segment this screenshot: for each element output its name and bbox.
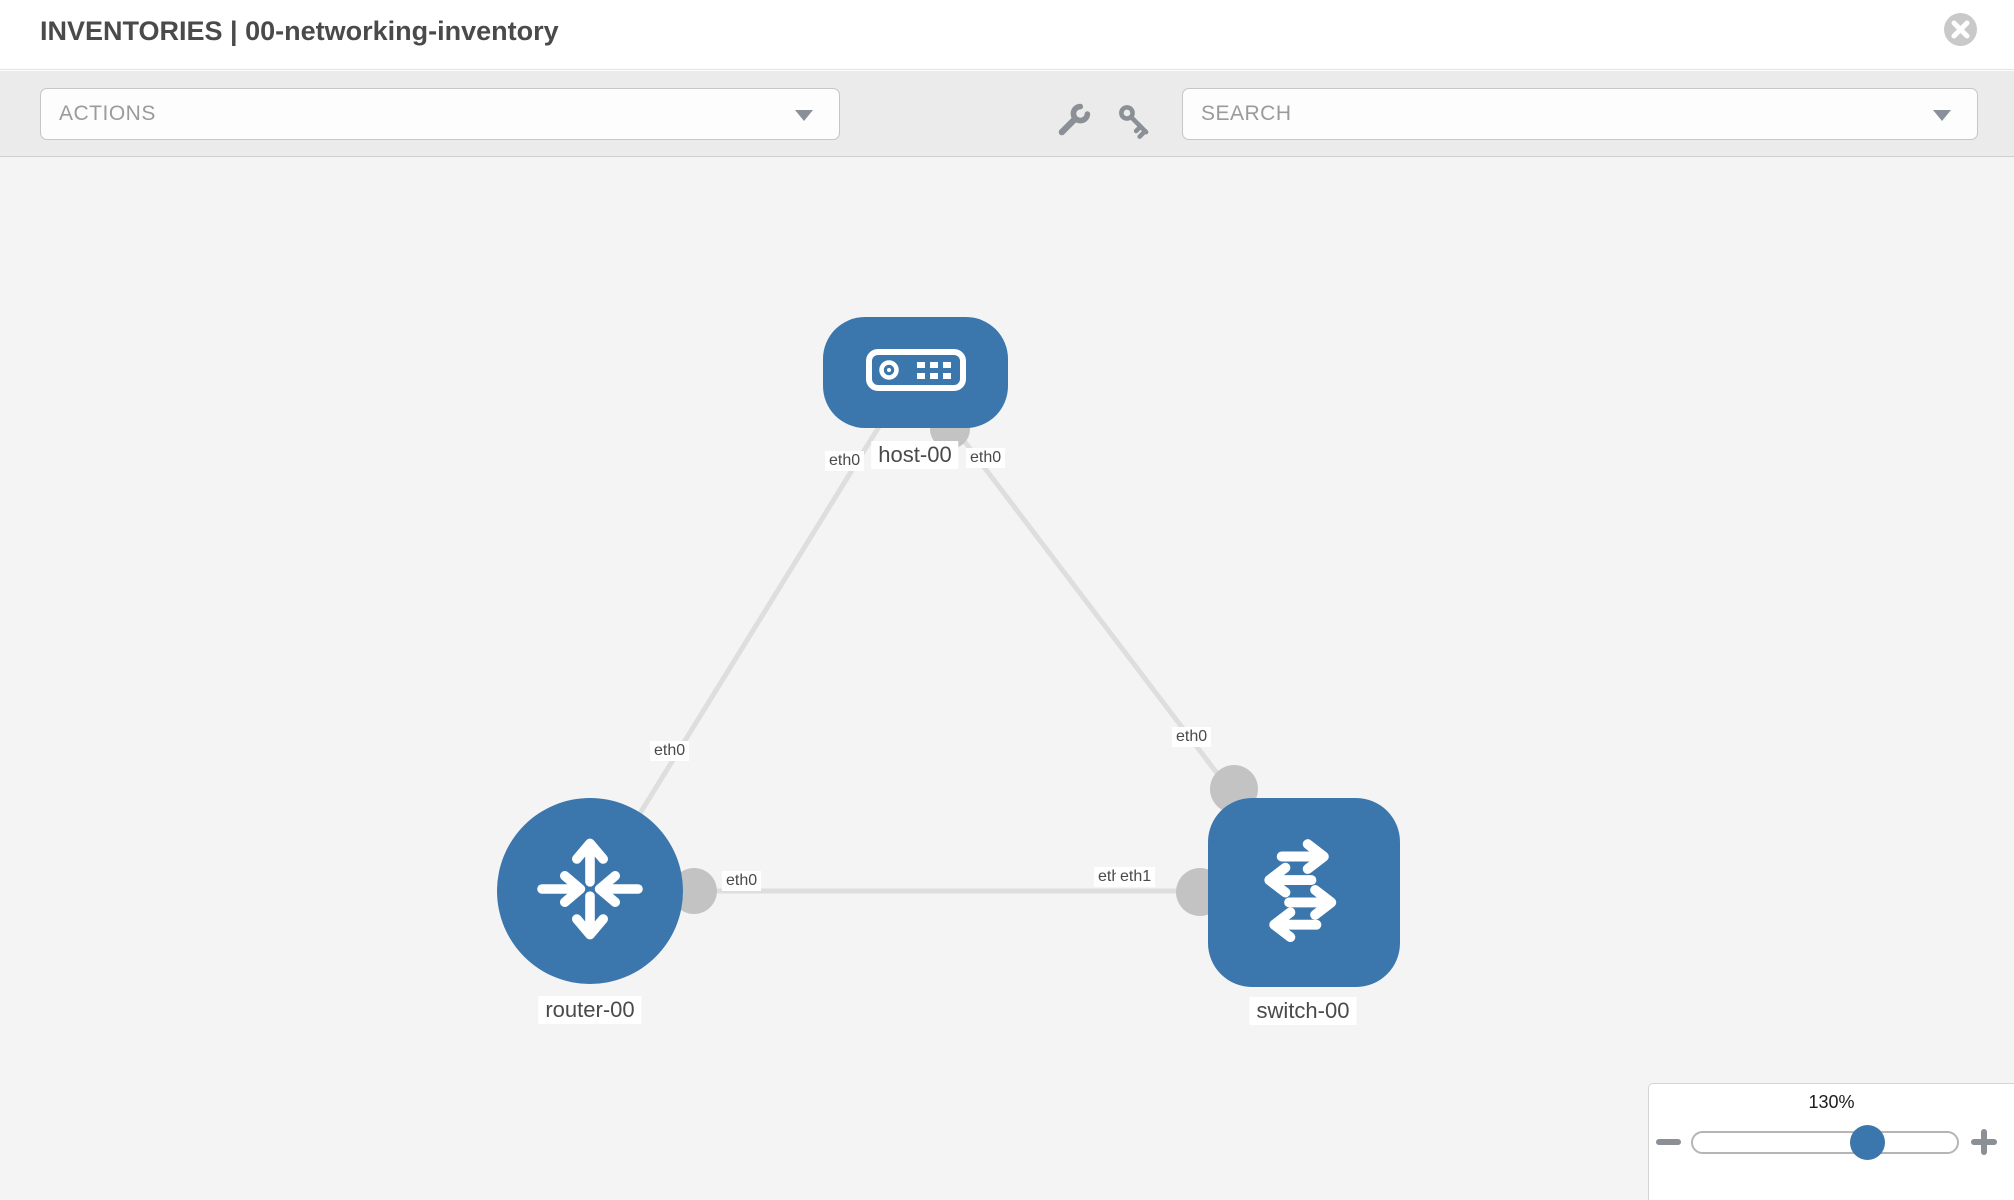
interface-label: eth0	[966, 448, 1006, 468]
zoom-level-value: 130%	[1808, 1092, 1855, 1112]
zoom-out-button[interactable]	[1656, 1139, 1681, 1145]
node-label-host: host-00	[871, 441, 959, 469]
router-icon	[530, 829, 650, 954]
interface-label: eth0	[722, 871, 762, 891]
node-label-switch: switch-00	[1249, 997, 1357, 1025]
zoom-control-panel: 130%	[1648, 1083, 2014, 1200]
toolbar: ACTIONS SEARCH	[0, 71, 2014, 157]
switch-icon	[1242, 828, 1366, 957]
chevron-down-icon	[1933, 110, 1951, 121]
node-host-00[interactable]	[823, 317, 1008, 428]
topology-links	[602, 409, 1258, 916]
key-icon[interactable]	[1114, 100, 1156, 142]
interface-label: eth1	[1116, 867, 1156, 887]
zoom-in-button[interactable]	[1971, 1129, 1997, 1155]
host-icon	[865, 348, 967, 397]
chevron-down-icon	[795, 110, 813, 121]
interface-label: eth0	[825, 451, 865, 471]
page-title: INVENTORIES | 00-networking-inventory	[40, 16, 559, 46]
link-host-switch[interactable]	[950, 423, 1247, 812]
node-router-00[interactable]	[497, 798, 683, 984]
zoom-slider[interactable]	[1691, 1125, 1959, 1160]
interface-label: eth0	[1172, 727, 1212, 747]
header: INVENTORIES | 00-networking-inventory	[0, 0, 2014, 70]
interface-label: eth0	[650, 741, 690, 761]
wrench-icon[interactable]	[1052, 100, 1094, 142]
topology-canvas[interactable]: host-00 router-00 switch-00 eth0 eth0 et…	[0, 157, 2014, 1200]
node-switch-00[interactable]	[1208, 798, 1400, 987]
actions-dropdown-label: ACTIONS	[59, 102, 156, 125]
node-label-router: router-00	[538, 996, 642, 1024]
close-icon[interactable]	[1942, 11, 1979, 48]
zoom-slider-thumb[interactable]	[1850, 1125, 1885, 1160]
search-dropdown-label: SEARCH	[1201, 102, 1292, 125]
actions-dropdown[interactable]: ACTIONS	[40, 88, 840, 140]
connector-router-right[interactable]	[671, 868, 717, 914]
link-host-router[interactable]	[602, 423, 883, 872]
search-dropdown[interactable]: SEARCH	[1182, 88, 1978, 140]
